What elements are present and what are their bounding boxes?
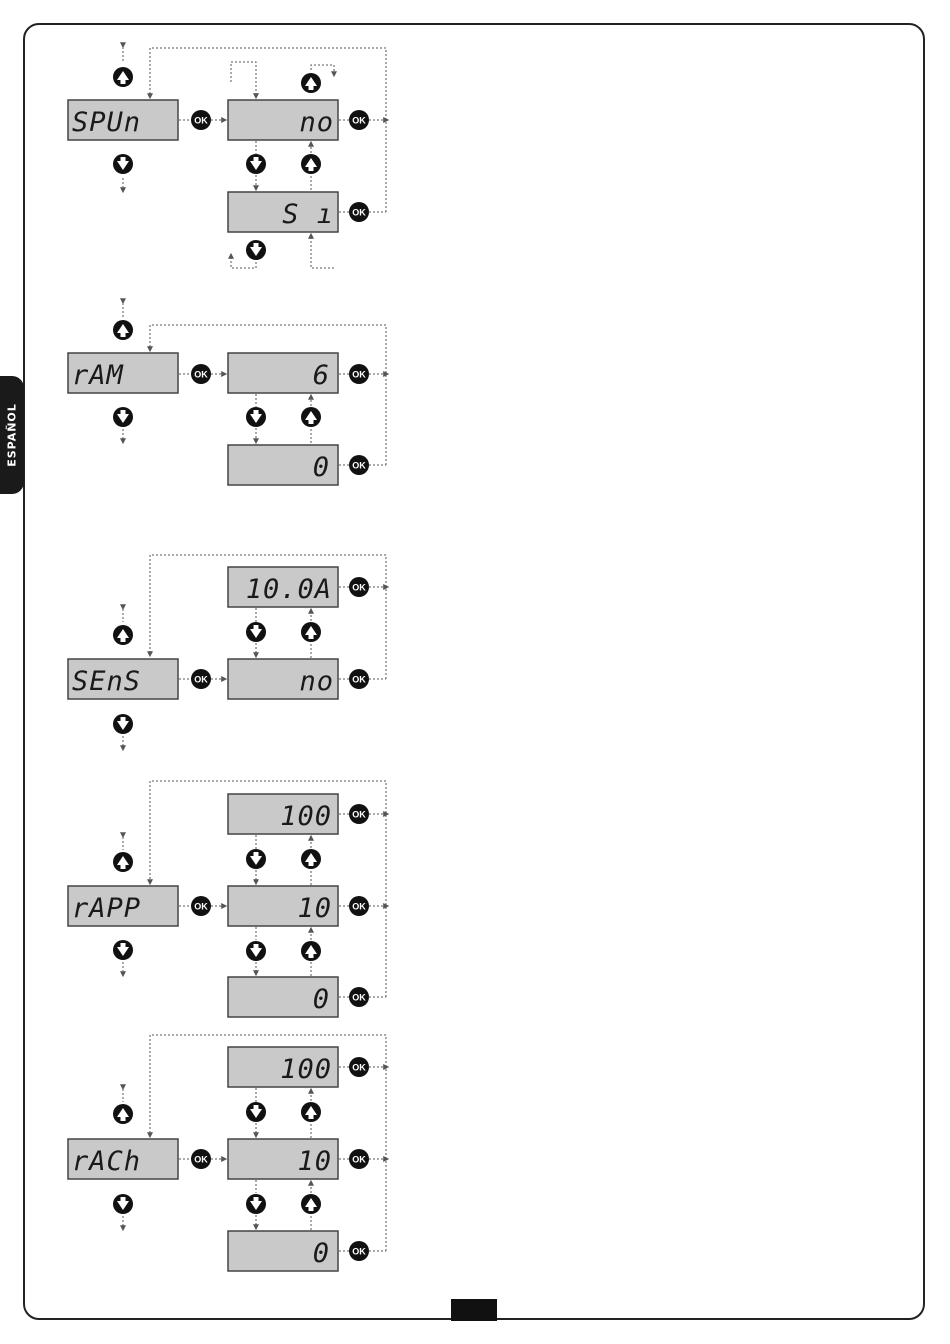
ok-button-icon[interactable]: OK <box>349 202 369 222</box>
up-arrow-icon[interactable] <box>301 941 321 961</box>
up-arrow-icon[interactable] <box>301 73 321 93</box>
ok-button-icon[interactable]: OK <box>349 1241 369 1261</box>
option-value: 100 <box>280 801 332 832</box>
ok-button-icon[interactable]: OK <box>349 669 369 689</box>
option-value: 100 <box>280 1054 332 1085</box>
option-value: 10 <box>297 893 332 924</box>
down-arrow-icon[interactable] <box>246 1102 266 1122</box>
svg-text:OK: OK <box>194 1155 208 1165</box>
option-value: 0 <box>313 984 330 1015</box>
option-value: 10.0A <box>246 574 332 605</box>
up-arrow-icon[interactable] <box>301 849 321 869</box>
down-arrow-icon[interactable] <box>113 1194 133 1214</box>
up-arrow-icon[interactable] <box>301 1102 321 1122</box>
ok-button-icon[interactable]: OK <box>191 896 211 916</box>
ok-button-icon[interactable]: OK <box>191 110 211 130</box>
svg-text:OK: OK <box>352 461 366 471</box>
option-value: S ı <box>282 199 334 230</box>
svg-text:OK: OK <box>352 993 366 1003</box>
svg-text:OK: OK <box>194 370 208 380</box>
menu-label: SPUn <box>72 107 141 138</box>
down-arrow-icon[interactable] <box>246 622 266 642</box>
menu-label: rAM <box>72 360 125 391</box>
up-arrow-icon[interactable] <box>301 154 321 174</box>
up-arrow-icon[interactable] <box>113 67 133 87</box>
up-arrow-icon[interactable] <box>113 320 133 340</box>
svg-text:OK: OK <box>352 810 366 820</box>
ok-button-icon[interactable]: OK <box>349 896 369 916</box>
section-spun: SPUn OK no OK S ı OK <box>68 47 388 268</box>
ok-button-icon[interactable]: OK <box>349 1149 369 1169</box>
svg-text:OK: OK <box>194 675 208 685</box>
down-arrow-icon[interactable] <box>246 407 266 427</box>
ok-button-icon[interactable]: OK <box>349 577 369 597</box>
section-rach: 100 OK rACh OK 10 OK 0 OK <box>68 1035 388 1271</box>
svg-text:OK: OK <box>352 902 366 912</box>
down-arrow-icon[interactable] <box>113 714 133 734</box>
down-arrow-icon[interactable] <box>246 849 266 869</box>
ok-button-icon[interactable]: OK <box>349 1057 369 1077</box>
up-arrow-icon[interactable] <box>113 852 133 872</box>
section-sens: 10.0A OK SEnS OK no OK <box>68 555 388 750</box>
ok-button-icon[interactable]: OK <box>349 110 369 130</box>
ok-button-icon[interactable]: OK <box>191 1149 211 1169</box>
ok-button-icon[interactable]: OK <box>191 364 211 384</box>
section-rapp: 100 OK rAPP OK 10 OK 0 OK <box>68 781 388 1017</box>
svg-text:OK: OK <box>194 902 208 912</box>
svg-text:OK: OK <box>194 116 208 126</box>
menu-label: rACh <box>72 1146 141 1177</box>
svg-text:OK: OK <box>352 1063 366 1073</box>
option-value: 0 <box>313 1238 330 1269</box>
option-value: no <box>299 107 334 138</box>
option-value: 0 <box>313 452 330 483</box>
option-value: 10 <box>297 1146 332 1177</box>
down-arrow-icon[interactable] <box>246 154 266 174</box>
svg-text:OK: OK <box>352 370 366 380</box>
svg-text:OK: OK <box>352 208 366 218</box>
down-arrow-icon[interactable] <box>246 941 266 961</box>
up-arrow-icon[interactable] <box>301 622 321 642</box>
option-value: no <box>299 666 334 697</box>
wrap-connector <box>311 234 334 268</box>
ok-button-icon[interactable]: OK <box>349 455 369 475</box>
ok-button-icon[interactable]: OK <box>349 364 369 384</box>
up-arrow-icon[interactable] <box>301 407 321 427</box>
down-arrow-icon[interactable] <box>246 1194 266 1214</box>
svg-text:OK: OK <box>352 675 366 685</box>
up-arrow-icon[interactable] <box>113 625 133 645</box>
svg-text:OK: OK <box>352 583 366 593</box>
wrap-connector <box>231 62 256 98</box>
return-connector <box>150 325 386 465</box>
ok-button-icon[interactable]: OK <box>191 669 211 689</box>
ok-button-icon[interactable]: OK <box>349 987 369 1007</box>
down-arrow-icon[interactable] <box>113 407 133 427</box>
ok-button-icon[interactable]: OK <box>349 804 369 824</box>
up-arrow-icon[interactable] <box>113 1104 133 1124</box>
menu-label: rAPP <box>72 893 141 924</box>
svg-text:OK: OK <box>352 1247 366 1257</box>
menu-label: SEnS <box>72 666 141 697</box>
svg-text:OK: OK <box>352 116 366 126</box>
section-ram: rAM OK 6 OK 0 OK <box>68 303 388 485</box>
up-arrow-icon[interactable] <box>301 1194 321 1214</box>
down-arrow-icon[interactable] <box>246 240 266 260</box>
down-arrow-icon[interactable] <box>113 154 133 174</box>
svg-text:OK: OK <box>352 1155 366 1165</box>
option-value: 6 <box>313 360 330 391</box>
down-arrow-icon[interactable] <box>113 940 133 960</box>
